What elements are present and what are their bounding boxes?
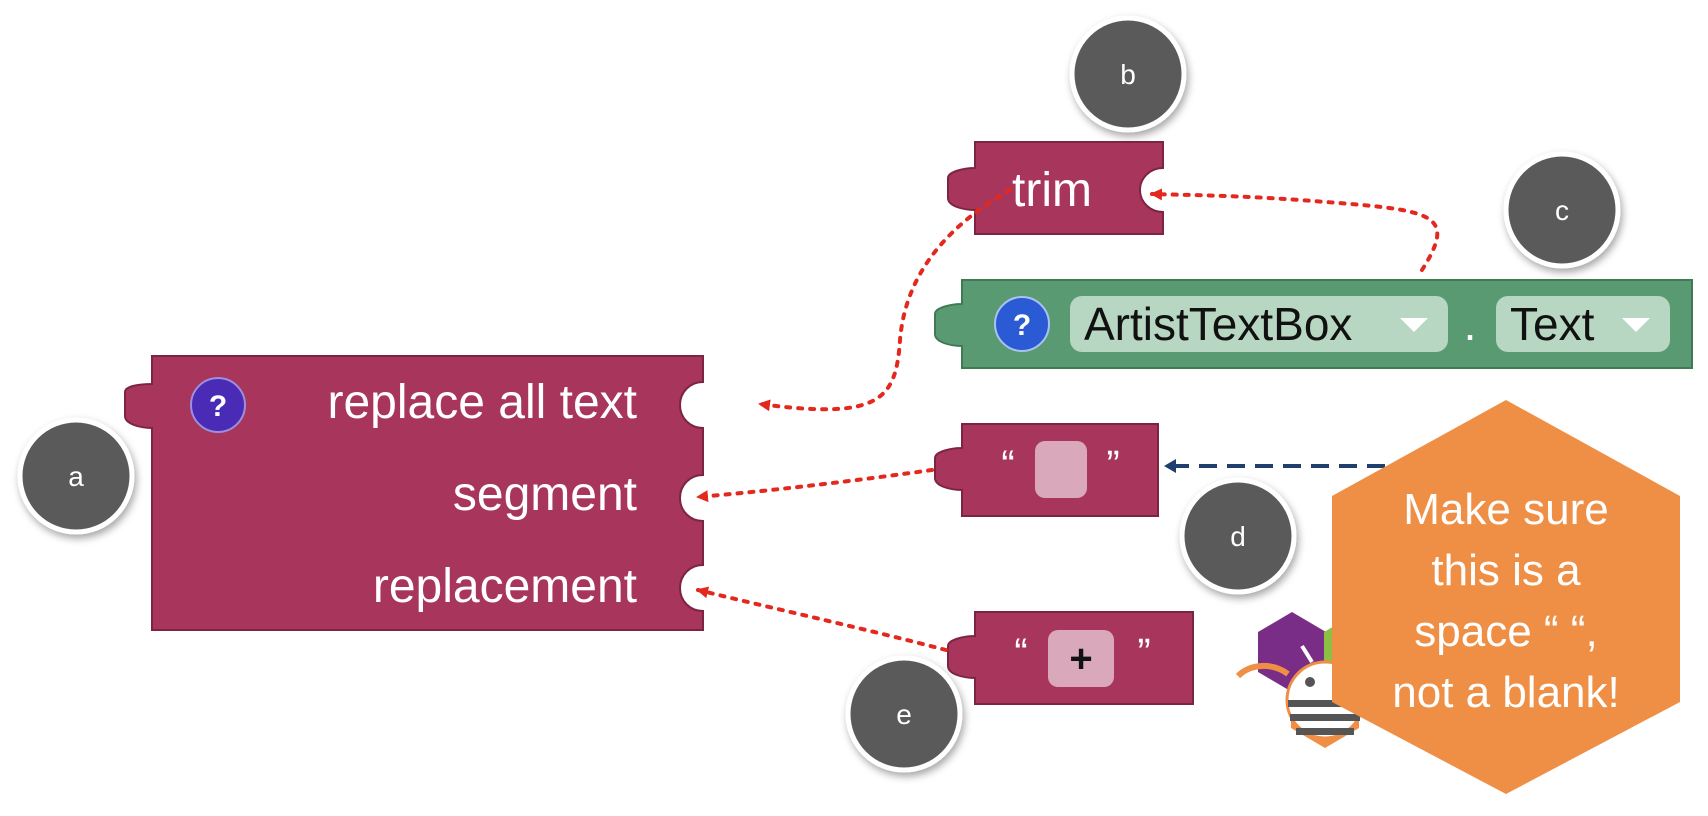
badge-d-label: d [1230, 521, 1246, 552]
component-getter-block[interactable]: ? ArtistTextBox . Text [934, 279, 1693, 369]
badge-e-label: e [896, 699, 912, 730]
note-line-2: this is a [1431, 546, 1581, 595]
arrow-trim-to-replace [758, 188, 1012, 412]
string-value-text: + [1069, 637, 1092, 681]
arrow-plus-to-replacement [696, 586, 948, 652]
chevron-down-icon [1400, 318, 1428, 332]
badge-c: c [1503, 151, 1621, 269]
help-glyph: ? [209, 390, 227, 423]
replace-all-text-block[interactable]: ? replace all text segment replacement [124, 355, 704, 631]
note-line-1: Make sure [1403, 485, 1608, 534]
question-mark-icon[interactable] [190, 377, 246, 433]
close-quote: ” [1106, 443, 1119, 487]
note-line-3: space “ “, [1414, 607, 1597, 656]
replace-block-label: replace all text [328, 376, 638, 429]
arrow-getter-to-trim [1150, 188, 1440, 272]
badge-b-label: b [1120, 59, 1136, 90]
trim-label: trim [1012, 164, 1092, 217]
string-value-field[interactable] [1048, 630, 1114, 687]
note-callout: Make sure this is a space “ “, not a bla… [1332, 400, 1680, 794]
property-dropdown-value: Text [1510, 298, 1595, 350]
badge-a-label: a [68, 461, 84, 492]
segment-socket-label: segment [453, 468, 637, 521]
open-quote: “ [1001, 443, 1014, 487]
replace-block-body [124, 355, 704, 631]
chevron-down-icon [1622, 318, 1650, 332]
string-plus-block[interactable]: “ + ” [947, 611, 1194, 705]
badge-e: e [845, 655, 963, 773]
badge-b: b [1069, 15, 1187, 133]
component-dropdown[interactable] [1070, 296, 1448, 352]
arrow-space-to-segment [696, 468, 934, 503]
open-quote: “ [1014, 631, 1027, 675]
help-glyph: ? [1013, 309, 1031, 342]
property-dropdown[interactable] [1496, 296, 1670, 352]
close-quote: ” [1137, 631, 1150, 675]
question-mark-icon[interactable] [994, 296, 1050, 352]
trim-block[interactable]: trim [947, 141, 1164, 235]
note-line-4: not a blank! [1392, 668, 1620, 717]
trim-block-body [947, 141, 1164, 235]
note-hexagon [1332, 400, 1680, 794]
badge-d: d [1179, 477, 1297, 595]
string-value-field[interactable] [1035, 441, 1087, 498]
badge-a: a [17, 417, 135, 535]
component-dropdown-value: ArtistTextBox [1084, 298, 1352, 350]
replacement-socket-label: replacement [373, 560, 637, 613]
badge-c-label: c [1555, 195, 1569, 226]
connection-arrows [696, 188, 1440, 652]
string-space-block[interactable]: “ ” [934, 423, 1159, 517]
getter-separator: . [1464, 298, 1477, 350]
